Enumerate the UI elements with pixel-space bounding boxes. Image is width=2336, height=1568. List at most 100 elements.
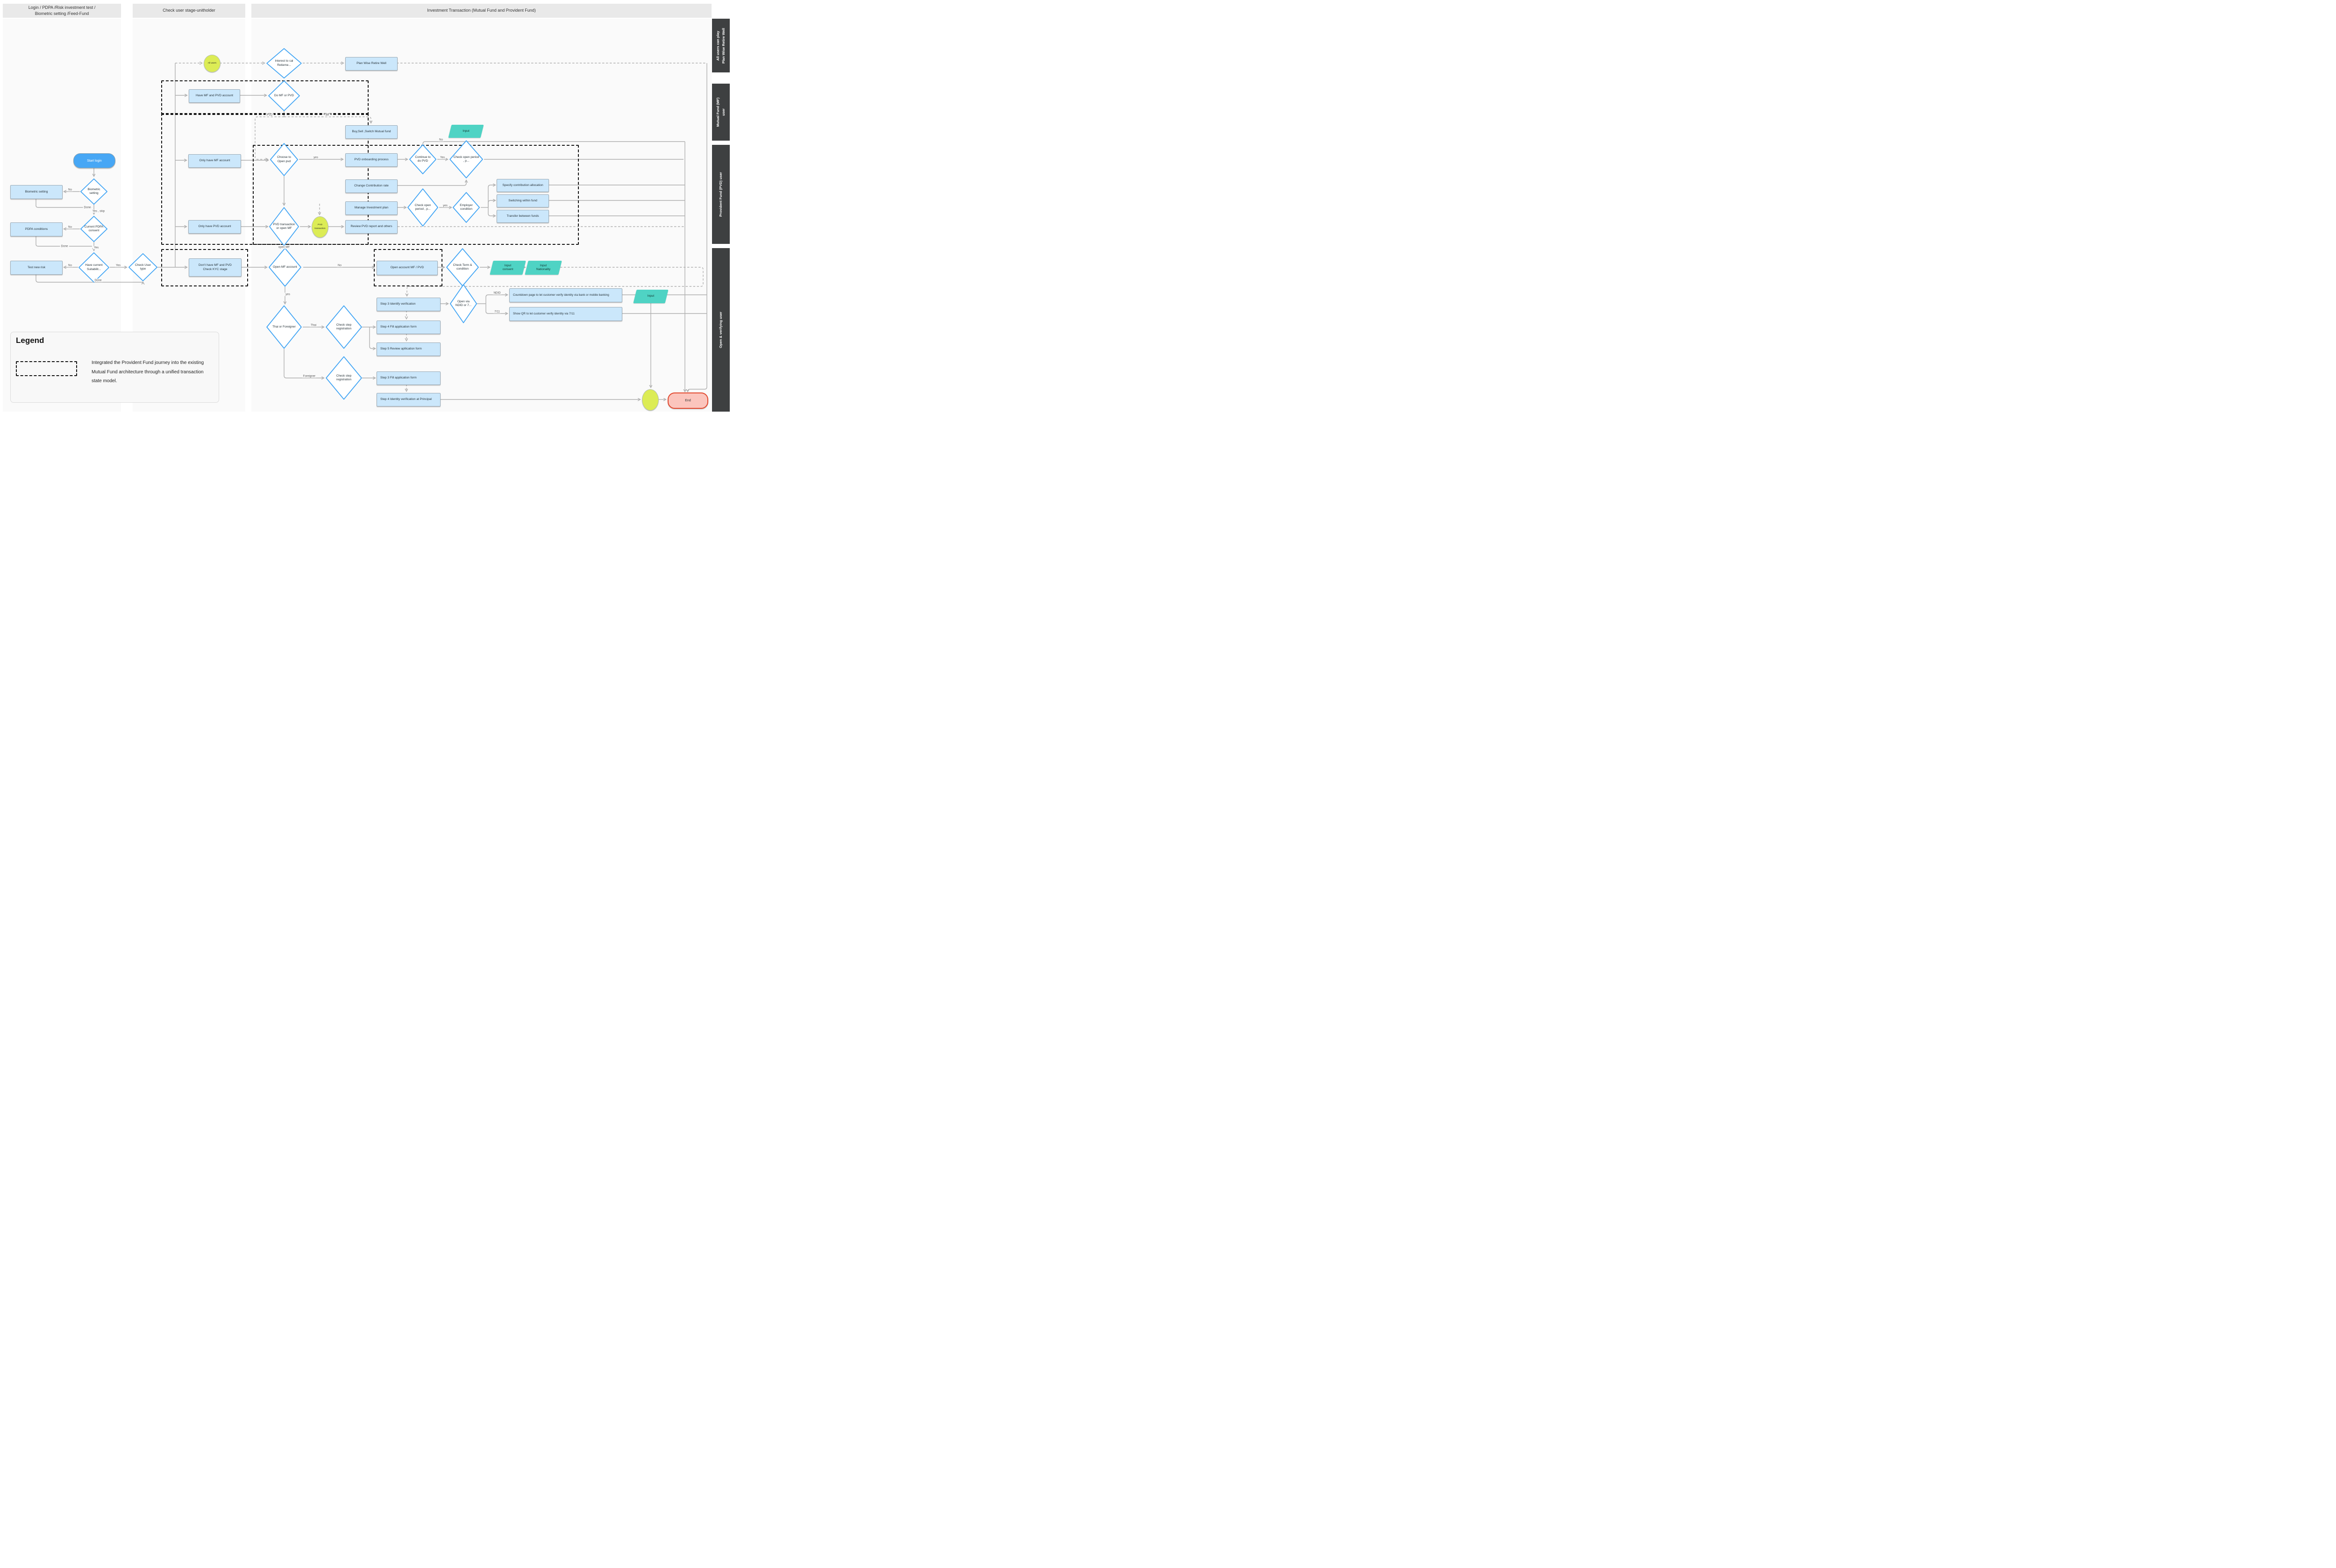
node-label: Interest to cal Retieme... [275,59,293,67]
node-label: Step 3 Fill application form [380,376,417,380]
pvd-onboarding-process[interactable]: PVD onboarding process [345,153,398,167]
start-login-node[interactable]: Start login [73,153,115,168]
dashed-box-dont-have [161,249,248,286]
dont-have-mf-pvd-process[interactable]: Don't have MF and PVD Check KYC stage [189,258,242,277]
node-label: Step 4 Fill application form [380,325,417,329]
open-mf-account-decision[interactable]: Open MF account [269,248,301,287]
have-mf-and-pvd-account-process[interactable]: Have MF and PVD account [189,89,240,103]
check-open-period-decision-2[interactable]: Check open period , p... [407,188,438,227]
node-label: Switching within fund [508,199,537,202]
node-label: Change Contribution rate [354,184,389,188]
node-label: Biometric setting [87,187,100,195]
node-label: PVD transaction or open MF [273,222,295,230]
diamond-shape [80,216,107,242]
diamond-shape [268,80,300,111]
biometric-setting-process[interactable]: Biometric setting [10,185,63,199]
open-via-ndid-or-711-decision[interactable]: Open via NDID or 7... [450,284,477,323]
manage-investment-plan-process[interactable]: Manage Investment plan [345,201,398,215]
employer-condition-decision[interactable]: Employer condition [453,192,480,223]
input-nationality-parallelogram[interactable]: Input Nationality [525,261,562,275]
have-current-suitability-decision[interactable]: Have current Suitabilit... [78,252,109,283]
diamond-shape [128,253,157,281]
input-parallelogram-2[interactable]: Input [633,290,669,303]
edge-label-yes: Yes [114,264,122,267]
node-label: Input consent [502,264,513,271]
step4-identity-verification-process[interactable]: Step 4 Identity verification at Principa… [377,393,441,406]
input-consent-parallelogram[interactable]: Input consent [490,261,526,275]
node-label: Countdown page to let customer verify id… [513,293,609,297]
node-label: Transfer between funds [506,214,539,218]
thai-or-foreigner-decision[interactable]: Thai or Foreigner [266,305,302,349]
edge-label-yes: yes [313,156,319,159]
diamond-shape [266,48,302,78]
edge-label-mf: MF [324,113,331,117]
review-pvd-report-process[interactable]: Review PVD report and others [345,220,398,234]
edge-label-done: Done [83,206,92,209]
check-user-type-decision[interactable]: Check User type [128,253,157,281]
lane-all-users: All users can play Plan Wise Retire Well [712,19,730,72]
pvd-transaction-or-open-mf-decision[interactable]: PVD transaction or open MF [269,207,299,246]
node-label: Check step registration [336,374,352,381]
header-check-user-stage: Check user stage-unitholder [133,4,245,18]
only-have-pvd-account-process[interactable]: Only have PVD account [188,220,241,234]
edge-label-open-mf: open MF [277,245,291,249]
node-label: PVD onboarding process [354,158,389,162]
node-label: Check Term & condition [453,263,472,271]
countdown-page-process[interactable]: Countdown page to let customer verify id… [509,288,622,302]
input-parallelogram-1[interactable]: Input [448,125,484,138]
show-qr-process[interactable]: Show QR to let customer verify identity … [509,307,622,321]
open-account-mf-pvd-process[interactable]: Open account MF / PVD [377,261,438,275]
check-term-condition-decision[interactable]: Check Term & condition [446,248,479,286]
only-have-mf-account-process[interactable]: Only have MF account [188,154,241,168]
column-band-transaction [251,19,712,412]
edge-label-yes: Yes [439,156,446,159]
step3-identify-verification-process[interactable]: Step 3 Identify verification [377,298,441,311]
check-open-period-decision-1[interactable]: Check open period , p... [449,140,483,178]
step5-review-application-process[interactable]: Step 5 Review apllication form [377,342,441,356]
header-login-pdpa: Login / PDPA /Risk investment test / Bio… [3,4,121,18]
diamond-shape [449,140,483,178]
interest-to-cal-retirement-decision[interactable]: Interest to cal Retieme... [266,48,302,78]
end-connector[interactable] [642,389,659,411]
pdpa-conditions-process[interactable]: PDPA conditions [10,222,63,236]
step4-fill-application-process[interactable]: Step 4 Fill application form [377,321,441,334]
edge-label-no: No [67,188,73,192]
flowchart-canvas: Login / PDPA /Risk investment test / Bio… [0,0,733,412]
edge-label-thai: Thai [309,323,318,327]
switching-within-fund-process[interactable]: Switching within fund [497,194,549,207]
end-node[interactable]: End [668,392,708,409]
test-new-risk-process[interactable]: Test new risk [10,261,63,275]
do-mf-or-pvd-decision[interactable]: Do MF or PVD [268,80,300,111]
diamond-shape [269,248,301,287]
pvd-transaction-connector[interactable]: PVD transaction [312,216,328,238]
node-label: All users [207,62,217,65]
node-label: End [685,399,691,402]
node-label: Review PVD report and others [350,225,392,228]
step3-fill-application-process[interactable]: Step 3 Fill application form [377,371,441,385]
all-users-connector[interactable]: All users [204,55,221,72]
node-label: Input [647,294,655,298]
lane-provident-fund-user: Provident Fund (PVD) user [712,145,730,244]
node-label: Open via NDID or 7... [455,299,472,307]
edge-label-ndid: NDID [492,291,502,295]
node-label: Check User type [135,263,151,271]
check-step-registration-decision-2[interactable]: Check step registration [326,356,362,400]
check-step-registration-decision-1[interactable]: Check step registration [326,305,362,349]
lane-label: Open & verifying user [719,312,723,348]
node-label: Start login [87,159,102,163]
edge-label-yes-skip: Yes , skip [91,209,106,213]
diamond-shape [270,143,298,176]
lane-open-verifying-user: Open & verifying user [712,248,730,412]
continue-to-do-pvd-decision[interactable]: Continue to do PVD [409,144,436,174]
change-contribution-rate-process[interactable]: Change Contribution rate [345,179,398,193]
current-pdpa-consent-decision[interactable]: Current PDPA consent [80,216,107,242]
buy-sell-switch-mutual-fund-process[interactable]: Buy,Sell ,Switch Mutual fund [345,125,398,139]
node-label: Thai or Foreigner [272,325,296,328]
header-investment-transaction: Investment Transaction (Mutual Fund and … [251,4,712,18]
plan-wise-retire-well-process[interactable]: Plan Wise Retire Well [345,57,398,71]
choose-to-open-pvd-decision[interactable]: Choose to Open pvd [270,143,298,176]
specify-contribution-allocation-process[interactable]: Specify contribution allocation [497,179,549,192]
transfer-between-funds-process[interactable]: Transfer between funds [497,210,549,223]
biometric-setting-decision[interactable]: Biometric setting [80,178,107,205]
node-label: Input Nationality [536,264,551,271]
